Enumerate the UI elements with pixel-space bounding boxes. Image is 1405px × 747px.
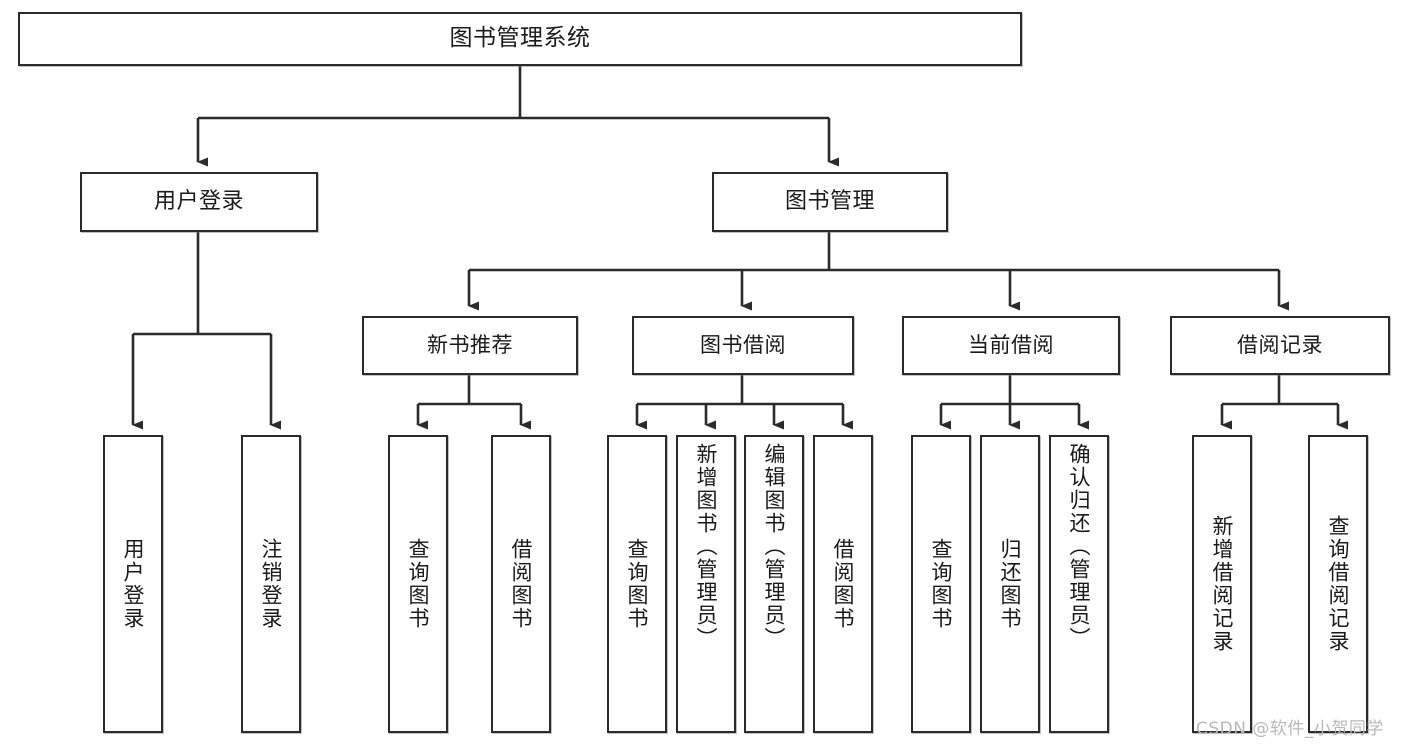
node-leaf-user-login[interactable]: 用户登录 — [103, 435, 163, 733]
node-leaf-logout-login-label: 注销登录 — [259, 538, 284, 630]
node-leaf-logout-login[interactable]: 注销登录 — [241, 435, 301, 733]
node-leaf-borrow-book-1[interactable]: 借阅图书 — [491, 435, 551, 733]
node-book-manage-label: 图书管理 — [784, 189, 875, 215]
node-leaf-confirm-return-label: 确认归还（管理员） — [1067, 443, 1092, 650]
node-leaf-query-borrow-record[interactable]: 查询借阅记录 — [1308, 435, 1368, 733]
node-root-system[interactable]: 图书管理系统 — [18, 12, 1022, 66]
node-leaf-query-book-2[interactable]: 查询图书 — [607, 435, 667, 733]
node-leaf-query-book-2-label: 查询图书 — [625, 538, 650, 630]
node-leaf-return-book[interactable]: 归还图书 — [980, 435, 1040, 733]
node-leaf-add-borrow-record-label: 新增借阅记录 — [1210, 515, 1235, 653]
node-book-manage[interactable]: 图书管理 — [712, 172, 948, 232]
node-leaf-edit-book-label: 编辑图书（管理员） — [762, 443, 787, 650]
node-book-borrow-label: 图书借阅 — [700, 333, 786, 358]
node-leaf-add-borrow-record[interactable]: 新增借阅记录 — [1192, 435, 1252, 733]
node-leaf-return-book-label: 归还图书 — [998, 538, 1023, 630]
node-leaf-borrow-book-2[interactable]: 借阅图书 — [813, 435, 873, 733]
node-leaf-query-book-3[interactable]: 查询图书 — [911, 435, 971, 733]
node-current-borrow-label: 当前借阅 — [968, 333, 1054, 358]
node-user-login[interactable]: 用户登录 — [80, 172, 318, 232]
node-root-system-label: 图书管理系统 — [449, 25, 591, 52]
node-leaf-query-book-3-label: 查询图书 — [929, 538, 954, 630]
node-user-login-label: 用户登录 — [153, 189, 244, 215]
node-leaf-edit-book[interactable]: 编辑图书（管理员） — [744, 435, 804, 733]
csdn-watermark: CSDN @软件_小贺同学 — [1196, 719, 1384, 739]
node-current-borrow[interactable]: 当前借阅 — [902, 316, 1120, 375]
node-borrow-record[interactable]: 借阅记录 — [1170, 316, 1390, 375]
node-new-book-recommend[interactable]: 新书推荐 — [362, 316, 578, 375]
node-leaf-confirm-return[interactable]: 确认归还（管理员） — [1049, 435, 1109, 733]
node-leaf-add-book[interactable]: 新增图书（管理员） — [676, 435, 736, 733]
node-leaf-query-book-1-label: 查询图书 — [406, 538, 431, 630]
node-leaf-borrow-book-1-label: 借阅图书 — [509, 538, 534, 630]
node-book-borrow[interactable]: 图书借阅 — [632, 316, 854, 375]
node-leaf-query-borrow-record-label: 查询借阅记录 — [1326, 515, 1351, 653]
node-new-book-recommend-label: 新书推荐 — [427, 333, 513, 358]
node-leaf-add-book-label: 新增图书（管理员） — [694, 443, 719, 650]
node-leaf-query-book-1[interactable]: 查询图书 — [388, 435, 448, 733]
node-leaf-user-login-label: 用户登录 — [121, 538, 146, 630]
node-leaf-borrow-book-2-label: 借阅图书 — [831, 538, 856, 630]
node-borrow-record-label: 借阅记录 — [1237, 333, 1323, 358]
